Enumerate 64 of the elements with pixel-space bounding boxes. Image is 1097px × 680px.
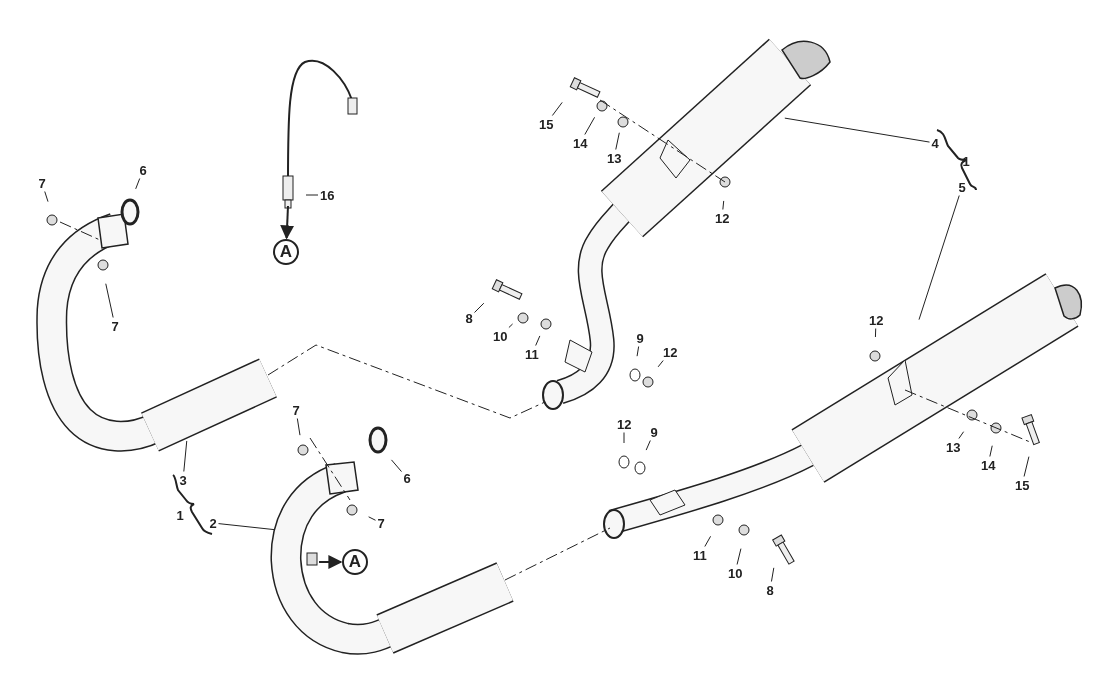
- callout-number: 7: [292, 402, 300, 418]
- leader-line: [551, 101, 563, 116]
- callout-number: 2: [209, 515, 217, 531]
- callout-number: 12: [715, 210, 730, 226]
- leader-line: [657, 360, 664, 368]
- callout-number: 9: [636, 330, 644, 346]
- callout-number: 6: [139, 162, 147, 178]
- callout-number: 5: [958, 179, 966, 195]
- callout-number: 12: [617, 416, 632, 432]
- arrow: [280, 205, 295, 240]
- leader-line: [535, 335, 541, 346]
- callout-number: 8: [465, 310, 473, 326]
- leader-line: [305, 194, 319, 196]
- leader-line: [623, 432, 625, 444]
- leader-line: [958, 431, 965, 439]
- callout-number: 15: [539, 116, 554, 132]
- leader-line: [183, 440, 188, 472]
- leader-line: [918, 195, 960, 321]
- view-marker: A: [273, 239, 299, 265]
- callout-number: 8: [766, 582, 774, 598]
- arrow: [318, 555, 343, 569]
- leader-line: [296, 418, 301, 436]
- leader-line: [135, 178, 141, 190]
- leader-line: [784, 117, 930, 143]
- leader-line: [44, 191, 49, 203]
- callout-number: 14: [981, 457, 996, 473]
- callout-number: 11: [693, 547, 707, 563]
- leader-line: [105, 283, 114, 318]
- callout-number: 12: [869, 312, 884, 328]
- callout-number: 12: [663, 344, 678, 360]
- leader-line: [390, 459, 402, 473]
- callout-number: 14: [573, 135, 588, 151]
- callout-number: 11: [525, 346, 539, 362]
- leader-line: [508, 323, 514, 328]
- callout-number: 13: [607, 150, 622, 166]
- leader-line: [736, 548, 742, 565]
- leader-line: [368, 516, 376, 521]
- callout-number: 15: [1015, 477, 1030, 493]
- leader-line: [218, 523, 275, 531]
- leader-line: [989, 445, 993, 457]
- assembly-number: 1: [176, 507, 184, 523]
- callout-number: 10: [728, 565, 743, 581]
- leader-line: [474, 302, 485, 313]
- callout-number: 6: [403, 470, 411, 486]
- leader-line: [636, 346, 640, 357]
- leader-line: [645, 440, 651, 451]
- leader-line: [704, 535, 712, 547]
- leader-line: [1023, 456, 1030, 477]
- callout-number: 4: [931, 135, 939, 151]
- leader-line: [874, 328, 877, 338]
- callout-number: 10: [493, 328, 508, 344]
- callout-number: 16: [320, 187, 335, 203]
- callout-number: 13: [946, 439, 961, 455]
- view-marker: A: [342, 549, 368, 575]
- callout-number: 7: [111, 318, 119, 334]
- callout-number: 7: [38, 175, 46, 191]
- leader-line: [770, 567, 775, 582]
- leader-line: [615, 132, 620, 150]
- callout-number: 7: [377, 515, 385, 531]
- callout-number: 3: [179, 472, 187, 488]
- assembly-number: 1: [962, 153, 970, 169]
- leader-line: [584, 116, 596, 135]
- leader-line: [722, 200, 725, 210]
- callout-number: 9: [650, 424, 658, 440]
